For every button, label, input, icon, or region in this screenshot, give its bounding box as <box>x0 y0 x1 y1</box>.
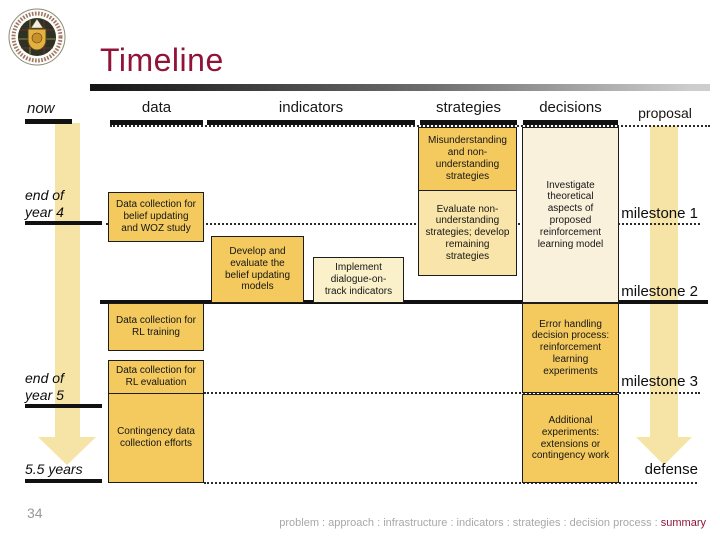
slide-title: Timeline <box>100 42 224 78</box>
box-evaluate-strategies: Evaluate non-understanding strategies; d… <box>418 190 517 276</box>
box-develop-belief-models: Develop and evaluate the belief updating… <box>211 236 304 303</box>
proposal-arrow-shaft <box>650 126 678 437</box>
footer-nav-summary: summary <box>660 517 706 529</box>
now-underline-bar <box>25 119 72 124</box>
milestone-1-dotted-line <box>106 223 700 225</box>
column-header-now: now <box>27 100 55 117</box>
box-data-collection-woz: Data collection for belief updating and … <box>108 192 204 242</box>
milestone-3-dotted-line <box>204 392 700 394</box>
title-gradient-bar <box>90 84 710 91</box>
box-error-handling-experiments: Error handling decision process: reinfor… <box>522 303 619 393</box>
end-of-year-5-underline <box>25 404 102 408</box>
defense-dotted-line <box>204 482 697 484</box>
box-misunderstanding-strategies: Misunderstanding and non-understanding s… <box>418 127 517 191</box>
box-contingency-data-collection: Contingency data collection efforts <box>108 393 204 483</box>
indicators-underline-bar <box>207 120 415 125</box>
header-dotted-line <box>110 125 710 127</box>
column-header-data: data <box>141 99 172 116</box>
now-arrow-shaft <box>55 123 80 437</box>
footer-nav: problem : approach : infrastructure : in… <box>279 517 706 529</box>
row-label-5-5-years: 5.5 years <box>25 461 83 477</box>
row-label-end-of-year-4: end of year 4 <box>25 187 64 220</box>
cmu-seal-logo <box>8 8 66 66</box>
footer-page-number: 34 <box>27 505 43 521</box>
box-implement-indicators: Implement dialogue-on-track indicators <box>313 257 404 303</box>
row-label-end-of-year-5: end of year 5 <box>25 370 64 403</box>
milestone-1-label: milestone 1 <box>621 205 698 222</box>
column-header-strategies: strategies <box>435 99 502 116</box>
box-investigate-rl-model: Investigate theoretical aspects of propo… <box>522 127 619 303</box>
strategies-underline-bar <box>420 120 517 125</box>
column-header-indicators: indicators <box>278 99 344 116</box>
defense-label: defense <box>644 461 698 478</box>
milestone-2-label: milestone 2 <box>621 283 698 300</box>
data-underline-bar <box>110 120 203 125</box>
5-5-years-underline <box>25 479 102 483</box>
milestone-2-line <box>100 300 708 304</box>
now-arrow-head <box>38 437 96 465</box>
proposal-arrow-head <box>636 437 692 465</box>
footer-nav-trail: problem : approach : infrastructure : in… <box>279 517 661 529</box>
box-data-collection-rl-evaluation: Data collection for RL evaluation <box>108 360 204 394</box>
end-of-year-4-underline <box>25 221 102 225</box>
box-data-collection-rl-training: Data collection for RL training <box>108 303 204 351</box>
column-header-proposal: proposal <box>638 105 692 121</box>
decisions-underline-bar <box>523 120 618 125</box>
milestone-3-label: milestone 3 <box>621 373 698 390</box>
box-additional-experiments: Additional experiments: extensions or co… <box>522 394 619 483</box>
column-header-decisions: decisions <box>539 99 602 116</box>
